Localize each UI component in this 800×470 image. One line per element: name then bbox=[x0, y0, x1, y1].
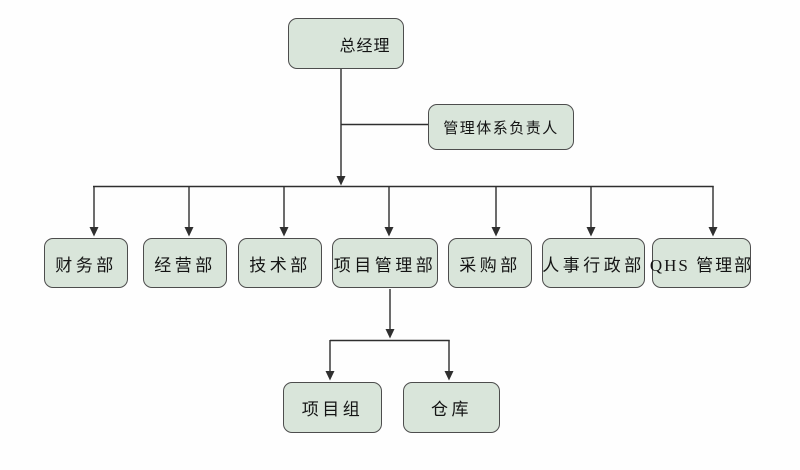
arrowhead bbox=[89, 227, 99, 237]
node-general-manager: 总经理 bbox=[288, 18, 404, 69]
node-technical-dept: 技术部 bbox=[238, 238, 322, 288]
node-project-team: 项目组 bbox=[283, 382, 382, 433]
arrowhead bbox=[385, 329, 395, 339]
arrowhead bbox=[491, 227, 501, 237]
arrowhead bbox=[444, 371, 454, 381]
node-management-system-lead: 管理体系负责人 bbox=[428, 104, 574, 150]
arrowhead bbox=[586, 227, 596, 237]
node-procurement-dept: 采购部 bbox=[448, 238, 532, 288]
node-qhs-management-dept: QHS 管理部 bbox=[650, 238, 751, 288]
arrowhead bbox=[279, 227, 289, 237]
arrowhead bbox=[325, 371, 335, 381]
arrowhead bbox=[336, 176, 346, 186]
node-finance-dept: 财务部 bbox=[44, 238, 128, 288]
node-project-management-dept: 项目管理部 bbox=[332, 238, 438, 288]
node-warehouse: 仓库 bbox=[403, 382, 500, 433]
arrowhead bbox=[708, 227, 718, 237]
root-to-departments-connector bbox=[89, 69, 718, 237]
project-to-children-connector bbox=[325, 289, 454, 381]
node-hr-admin-dept: 人事行政部 bbox=[542, 238, 645, 288]
arrowhead bbox=[384, 227, 394, 237]
node-operations-dept: 经营部 bbox=[143, 238, 227, 288]
arrowhead bbox=[184, 227, 194, 237]
